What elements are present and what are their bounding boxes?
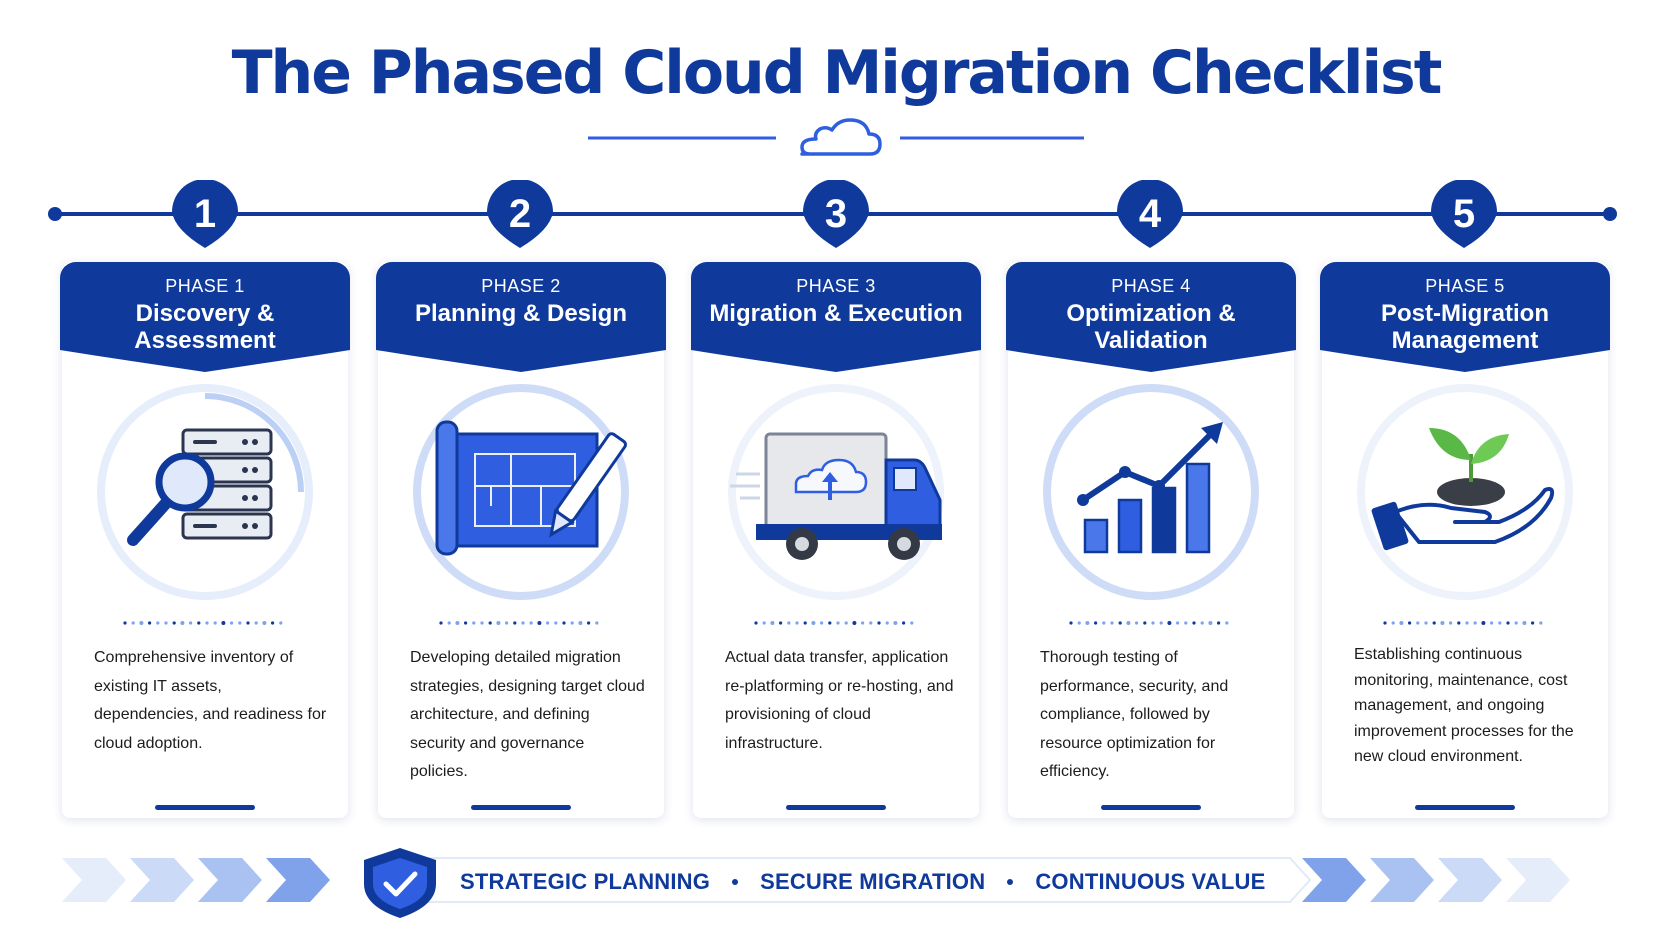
dot-divider bbox=[439, 621, 599, 625]
phase-label: PHASE 2 bbox=[481, 276, 561, 296]
phase-card-1: PHASE 1 Discovery & Assessment Comprehen… bbox=[60, 262, 350, 818]
phase-number-marker-4: 4 bbox=[1117, 180, 1183, 248]
footer-banner: STRATEGIC PLANNING SECURE MIGRATION CONT… bbox=[0, 840, 1672, 920]
phase-number: 2 bbox=[509, 192, 531, 236]
phase-card-4: PHASE 4 Optimization & Validation Thorou… bbox=[1006, 262, 1296, 818]
footer-slogan: STRATEGIC PLANNING SECURE MIGRATION CONT… bbox=[460, 867, 1265, 897]
timeline: 1 2 3 4 5 bbox=[48, 180, 1617, 248]
phase-card-3: PHASE 3 Migration & Execution Actual dat… bbox=[691, 262, 981, 818]
phase-number: 1 bbox=[194, 192, 216, 236]
card-bottom-bar bbox=[786, 805, 886, 810]
footer-chevrons bbox=[62, 848, 1570, 918]
growth-chart-icon bbox=[1043, 384, 1259, 600]
phase-number: 3 bbox=[825, 192, 847, 236]
blueprint-pencil-icon bbox=[413, 384, 629, 600]
phase-number-marker-1: 1 bbox=[172, 180, 238, 248]
chevron-arrow bbox=[1506, 858, 1570, 902]
chevron-arrow bbox=[266, 858, 330, 902]
phase-number: 4 bbox=[1139, 192, 1162, 236]
phase-description: Thorough testing of performance, securit… bbox=[1040, 649, 1229, 780]
footer-item-strategic-planning: STRATEGIC PLANNING bbox=[460, 869, 711, 894]
phase-number-marker-5: 5 bbox=[1431, 180, 1497, 248]
phase-number-marker-2: 2 bbox=[487, 180, 553, 248]
phase-label: PHASE 1 bbox=[165, 276, 245, 296]
chevron-arrow bbox=[1302, 858, 1366, 902]
chevron-arrow bbox=[62, 858, 126, 902]
dot-divider bbox=[123, 621, 283, 625]
phase-number-marker-3: 3 bbox=[803, 180, 869, 248]
phase-card-5: PHASE 5 Post-Migration Management Establ… bbox=[1320, 262, 1610, 818]
phase-title: Post-Migration Management bbox=[1381, 300, 1549, 354]
phase-label: PHASE 4 bbox=[1111, 276, 1191, 296]
phase-description: Developing detailed migration strategies… bbox=[410, 649, 645, 780]
phase-card-2: PHASE 2 Planning & Design Developing det… bbox=[376, 262, 666, 818]
phase-title: Discovery & Assessment bbox=[134, 300, 276, 354]
phase-description: Actual data transfer, application re-pla… bbox=[725, 649, 954, 752]
phase-description: Establishing continuous monitoring, main… bbox=[1354, 646, 1574, 765]
phase-description: Comprehensive inventory of existing IT a… bbox=[94, 649, 327, 752]
phase-title: Migration & Execution bbox=[709, 300, 963, 327]
phase-title: Optimization & Validation bbox=[1066, 300, 1236, 354]
server-magnifier-icon bbox=[97, 384, 313, 600]
chevron-arrow bbox=[198, 858, 262, 902]
phase-header: PHASE 4 Optimization & Validation bbox=[1006, 262, 1296, 372]
hand-sprout-icon bbox=[1357, 384, 1573, 600]
card-bottom-bar bbox=[1415, 805, 1515, 810]
phase-header: PHASE 5 Post-Migration Management bbox=[1320, 262, 1610, 372]
phase-number: 5 bbox=[1453, 192, 1475, 236]
shield-check-icon bbox=[364, 848, 436, 918]
footer-separator bbox=[732, 879, 739, 885]
chevron-arrow bbox=[130, 858, 194, 902]
phase-label: PHASE 3 bbox=[796, 276, 876, 296]
footer-item-continuous-value: CONTINUOUS VALUE bbox=[1035, 869, 1266, 894]
dot-divider bbox=[1383, 621, 1543, 625]
footer-separator bbox=[1007, 879, 1014, 885]
card-bottom-bar bbox=[471, 805, 571, 810]
card-bottom-bar bbox=[1101, 805, 1201, 810]
cloud-truck-icon bbox=[728, 384, 944, 600]
dot-divider bbox=[754, 621, 914, 625]
chevron-arrow bbox=[1438, 858, 1502, 902]
phase-header: PHASE 1 Discovery & Assessment bbox=[60, 262, 350, 372]
phase-label: PHASE 5 bbox=[1425, 276, 1505, 296]
dot-divider bbox=[1069, 621, 1229, 625]
card-bottom-bar bbox=[155, 805, 255, 810]
page-title: The Phased Cloud Migration Checklist bbox=[231, 38, 1443, 108]
cloud-icon bbox=[800, 118, 882, 156]
footer-item-secure-migration: SECURE MIGRATION bbox=[760, 869, 986, 894]
chevron-arrow bbox=[1370, 858, 1434, 902]
phase-header: PHASE 2 Planning & Design bbox=[376, 262, 666, 372]
title-decoration bbox=[588, 118, 1084, 156]
phase-header: PHASE 3 Migration & Execution bbox=[691, 262, 981, 372]
phase-title: Planning & Design bbox=[414, 300, 627, 327]
